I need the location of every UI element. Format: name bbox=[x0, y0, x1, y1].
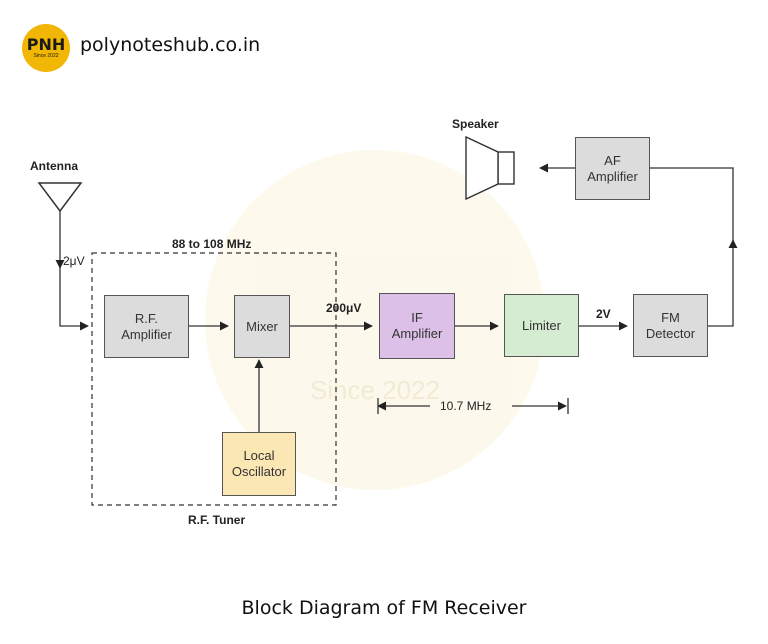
pnh-logo: PNH Since 2022 bbox=[22, 24, 70, 72]
rf-amplifier-block: R.F. Amplifier bbox=[104, 295, 189, 358]
af-amplifier-label: AF Amplifier bbox=[587, 152, 638, 184]
watermark-text: Since 2022 bbox=[309, 375, 441, 405]
fm-detector-block: FM Detector bbox=[633, 294, 708, 357]
local-oscillator-label: Local Oscillator bbox=[231, 448, 287, 479]
site-name: polynoteshub.co.in bbox=[80, 34, 261, 56]
freq-range-label: 88 to 108 MHz bbox=[172, 237, 252, 251]
logo-since: Since 2022 bbox=[33, 53, 59, 59]
af-amplifier-block: AF Amplifier bbox=[575, 137, 650, 200]
input-level-label: 2μV bbox=[63, 254, 85, 268]
if-freq-label: 10.7 MHz bbox=[440, 399, 492, 413]
rf-amplifier-label: R.F. Amplifier bbox=[121, 310, 172, 342]
antenna-label: Antenna bbox=[30, 159, 78, 173]
diagram-caption: Block Diagram of FM Receiver bbox=[241, 597, 527, 619]
logo-text: PNH bbox=[26, 35, 66, 54]
limiter-output-label: 2V bbox=[596, 307, 611, 321]
mixer-label: Mixer bbox=[246, 318, 278, 334]
rf-tuner-box bbox=[91, 252, 337, 506]
mixer-block: Mixer bbox=[234, 295, 290, 358]
fm-detector-label: FM Detector bbox=[645, 309, 696, 341]
speaker-label: Speaker bbox=[452, 117, 499, 131]
antenna-symbol bbox=[37, 182, 83, 213]
rf-tuner-label: R.F. Tuner bbox=[188, 513, 246, 527]
speaker-cone bbox=[465, 135, 499, 201]
watermark: Since 2022 bbox=[205, 150, 545, 490]
speaker-body bbox=[497, 151, 515, 185]
limiter-block: Limiter bbox=[504, 294, 579, 357]
mixer-output-label: 200μV bbox=[326, 301, 362, 315]
if-amplifier-block: IF Amplifier bbox=[379, 293, 455, 359]
if-amplifier-label: IF Amplifier bbox=[391, 310, 443, 341]
local-oscillator-block: Local Oscillator bbox=[222, 432, 296, 496]
limiter-label: Limiter bbox=[521, 317, 561, 333]
